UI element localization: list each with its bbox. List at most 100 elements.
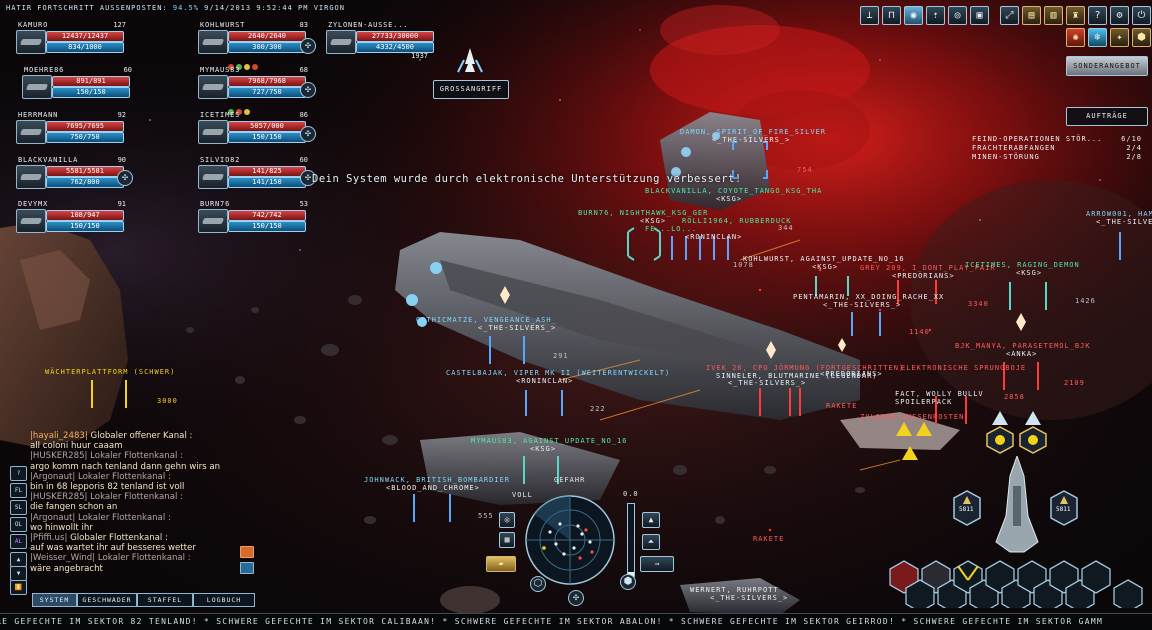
ship-label[interactable]: Damon, Spirit_of_Fire_silver xyxy=(680,128,827,136)
scroll-up-icon[interactable]: ▲ xyxy=(10,552,27,567)
ship-label[interactable]: Bjk_Manya, Parasetemol_Bjk xyxy=(955,342,1091,350)
squad-member[interactable]: mymaus83 68 7968/7968 727/750 xyxy=(198,66,308,115)
formation-icon[interactable]: ✣ xyxy=(568,590,584,606)
chat-filter-sl[interactable]: SL xyxy=(10,500,27,515)
formation-icon[interactable]: ✣ xyxy=(300,38,316,54)
ship-label[interactable]: Mymaus83, Against_Update_No_16 xyxy=(471,437,628,445)
beacon-label[interactable]: Elektronische Sprungboje xyxy=(901,364,1027,372)
chat-filter-ol[interactable]: OL xyxy=(10,517,27,532)
squad-member[interactable]: BlackVanilla 90 5581/5581 762/800 xyxy=(16,156,126,189)
inventory-icon[interactable]: ▤ xyxy=(1022,6,1041,25)
cargo-collect-icon[interactable]: ▰ xyxy=(486,556,516,572)
squad-member[interactable]: Burn76 53 742/742 150/150 xyxy=(198,200,308,233)
ability-bar[interactable] xyxy=(886,558,1146,608)
ship-label[interactable]: BlackVanilla, Coyote_Tango_Ksg_Tha xyxy=(645,187,823,195)
ship-label[interactable]: Grey 209, I_dont_play_fair xyxy=(860,264,996,272)
ship-label[interactable]: Johnwack, British_Bombardier xyxy=(364,476,511,484)
fleet-icon[interactable]: ⊥ xyxy=(860,6,879,25)
ammo-slot[interactable] xyxy=(1019,426,1047,454)
formation-icon[interactable]: ✣ xyxy=(117,170,133,186)
squad-member[interactable]: Zylonen-Ausse... 1937 27733/30000 4332/4… xyxy=(326,21,436,60)
radar[interactable] xyxy=(520,484,620,588)
weapon-slot[interactable]: 5811 xyxy=(1050,490,1078,526)
mission-item[interactable]: Minen-Störung 2/8 xyxy=(972,153,1142,161)
ammo-slot[interactable] xyxy=(986,426,1014,454)
ship-portrait xyxy=(326,30,356,54)
upgrade-icon[interactable]: ⇡ xyxy=(926,6,945,25)
mission-item[interactable]: Feind-Operationen stör... 6/10 xyxy=(972,135,1142,143)
ship-label[interactable]: Icetimes, Raging_Demon xyxy=(965,261,1080,269)
ship-label[interactable]: Pentamarin, Xx_Doing_Rache_xx xyxy=(793,293,945,301)
chat-popout-icon[interactable] xyxy=(240,546,254,558)
fullscreen-icon[interactable]: ⤢ xyxy=(1000,6,1019,25)
ship-mode-icon[interactable]: ⬡ xyxy=(530,576,546,592)
weapon-slot[interactable]: 5811 xyxy=(953,490,981,526)
chat-message-text: wäre angebracht xyxy=(30,563,103,574)
ship-label[interactable]: Rolli1964, RubberDuck xyxy=(682,217,792,225)
ship-label[interactable]: Ivek_26, CPO Jörmung (Fortgeschritten) xyxy=(706,364,905,372)
ship-label[interactable]: Kohlwurst, Against_Update_No_16 xyxy=(743,255,905,263)
chat-filter-al[interactable]: AL xyxy=(10,534,27,549)
chat-settings-icon[interactable] xyxy=(240,562,254,574)
auftraege-button[interactable]: Aufträge xyxy=(1066,107,1148,126)
ship-label[interactable]: Burn76, Nighthawk_KSG_Ger xyxy=(578,209,709,217)
chat-help-button[interactable]: ? xyxy=(10,466,27,481)
ship-label[interactable]: Castelbajak, Viper Mk II (weiterentwicke… xyxy=(446,369,671,377)
chat-message-text: bin in 68 lepporis 82 tenland ist voll xyxy=(30,482,185,493)
tab-system[interactable]: System xyxy=(32,593,77,607)
fire-boost-icon[interactable]: ✺ xyxy=(1066,28,1085,47)
formation-icon[interactable]: ✣ xyxy=(300,126,316,142)
research-icon[interactable]: ◎ xyxy=(948,6,967,25)
frost-boost-icon[interactable]: ❄ xyxy=(1088,28,1107,47)
autopilot-icon[interactable]: ◎ xyxy=(499,512,515,528)
ship-label[interactable]: Sinneler, Blutmarine (Legendär) xyxy=(716,372,878,380)
hangar-icon[interactable]: ⊓ xyxy=(882,6,901,25)
distance-label: 555 xyxy=(478,512,494,520)
squad-member[interactable]: Devymx 91 108/947 150/150 xyxy=(16,200,126,233)
help-icon[interactable]: ? xyxy=(1088,6,1107,25)
ship-label[interactable]: Fact, Wolly Bullv xyxy=(895,390,984,398)
buff-icons xyxy=(228,55,268,70)
save-icon[interactable]: ▣ xyxy=(970,6,989,25)
trophy-icon[interactable]: ♜ xyxy=(1066,6,1085,25)
formation-icon[interactable]: ✣ xyxy=(300,170,316,186)
settings-icon[interactable]: ⚙ xyxy=(1110,6,1129,25)
chat-message-text: die fangen schon an xyxy=(30,502,118,513)
grossangriff-button[interactable]: Grossangriff xyxy=(433,80,509,99)
grid-icon[interactable]: ▦ xyxy=(499,532,515,548)
squad-member[interactable]: Silvio82 60 141/825 141/150 xyxy=(198,156,308,189)
boost-up-icon[interactable]: ▲ xyxy=(642,512,660,528)
warp-icon[interactable]: ⇒ xyxy=(640,556,674,572)
tab-staffel[interactable]: Staffel xyxy=(137,593,193,607)
hull-bar: 141/825 xyxy=(228,166,306,177)
outpost-label[interactable]: Zylonen-Aussenposten xyxy=(860,413,965,421)
chat-filter-fl[interactable]: FL xyxy=(10,483,27,498)
bonus-icon[interactable]: ✦ xyxy=(1110,28,1129,47)
map-icon[interactable]: ◉ xyxy=(904,6,923,25)
exit-icon[interactable]: ⏻ xyxy=(1132,6,1151,25)
scroll-down-icon[interactable]: ▼ xyxy=(10,566,27,581)
dock-icon[interactable]: ⬢ xyxy=(620,574,636,590)
scroll-end-icon[interactable]: ⏬ xyxy=(10,580,27,595)
sonderangebot-button[interactable]: Sonderangebot xyxy=(1066,56,1148,76)
ship-label[interactable]: Arrow001, Ham xyxy=(1086,210,1152,218)
formation-icon[interactable]: ✣ xyxy=(300,82,316,98)
tab-logbuch[interactable]: Logbuch xyxy=(193,593,255,607)
squad-member[interactable]: Kohlwurst 83 2640/2640 300/300 xyxy=(198,21,308,70)
boost-double-icon[interactable]: ⏶ xyxy=(642,534,660,550)
squad-member[interactable]: Kamuro 127 12437/12437 834/1000 xyxy=(16,21,126,54)
ship-label[interactable]: Gothicmatze, Vengeance_ASH_ xyxy=(416,316,557,324)
squad-member[interactable]: Herrmann 92 7695/7695 750/750 xyxy=(16,111,126,144)
squad-member[interactable]: Moehre86 60 891/891 150/150 xyxy=(22,66,132,99)
guild-label: <Ksg> xyxy=(1016,269,1043,277)
guild-label: <Roninclan> xyxy=(516,377,574,385)
mission-item[interactable]: Frachterabfangen 2/4 xyxy=(972,144,1142,152)
tab-geschwader[interactable]: Geschwader xyxy=(77,593,137,607)
ship-label[interactable]: Wernert, Ruhrpott xyxy=(690,586,779,594)
squad-member[interactable]: Icetimes 86 5057/000 150/150 xyxy=(198,111,308,144)
speed-gauge[interactable] xyxy=(627,503,635,577)
platform-label[interactable]: Wächterplattform (schwer) xyxy=(45,368,176,376)
shop-icon[interactable]: ⬢ xyxy=(1132,28,1151,47)
guild-label: <_The-Silve xyxy=(1096,218,1152,226)
cargo-icon[interactable]: ▥ xyxy=(1044,6,1063,25)
